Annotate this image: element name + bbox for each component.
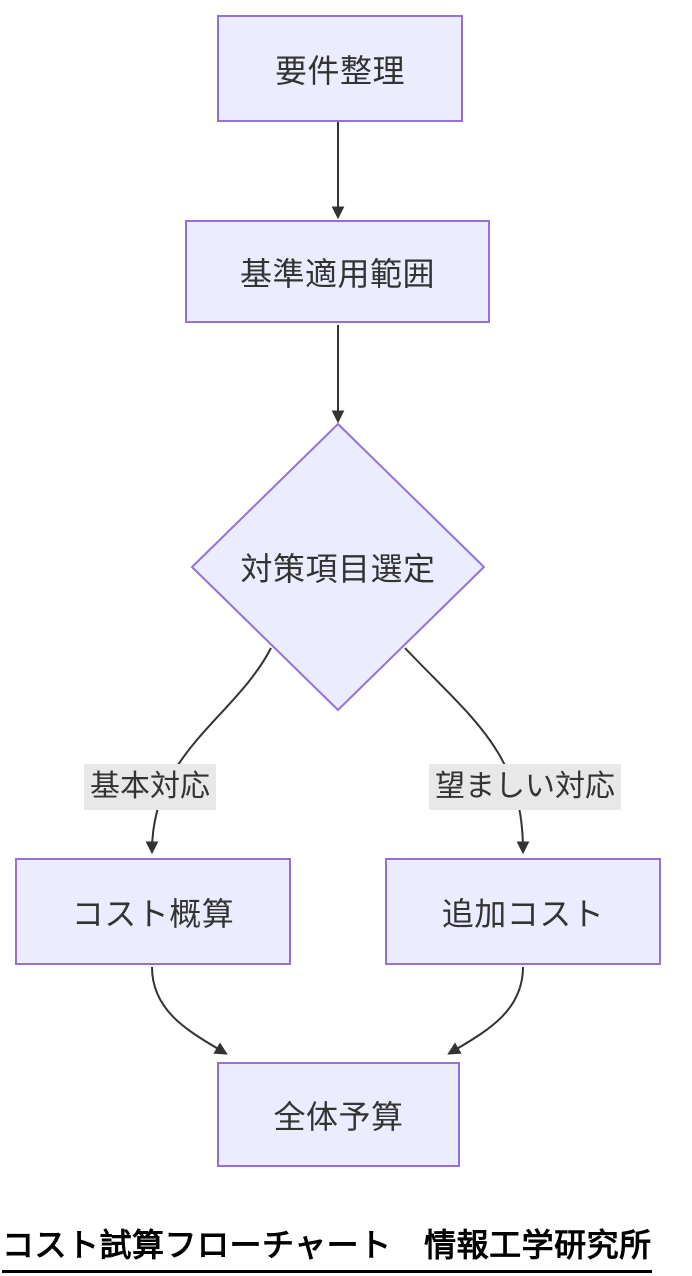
node-requirements-label: 要件整理	[274, 52, 405, 89]
node-basic-cost-label: コスト概算	[71, 895, 235, 932]
node-scope: 基準適用範囲	[185, 220, 490, 323]
diagram-caption: コスト試算フローチャート 情報工学研究所	[2, 1220, 652, 1273]
node-additional-cost-label: 追加コスト	[441, 895, 605, 932]
node-total-budget: 全体予算	[217, 1062, 460, 1167]
node-requirements: 要件整理	[217, 15, 463, 122]
edge-additional-cost-to-total-budget	[447, 966, 524, 1055]
edge-label-desirable: 望ましい対応	[429, 764, 621, 810]
diagram-caption-text: コスト試算フローチャート 情報工学研究所	[2, 1220, 652, 1273]
edge-label-basic: 基本対応	[84, 764, 216, 810]
node-scope-label: 基準適用範囲	[239, 255, 435, 292]
node-selection-shape	[190, 422, 486, 712]
edge-selection-to-basic-cost	[145, 647, 272, 855]
node-selection-label: 対策項目選定	[240, 551, 436, 587]
node-total-budget-label: 全体予算	[273, 1098, 404, 1135]
edge-basic-cost-to-total-budget	[151, 966, 228, 1055]
node-additional-cost: 追加コスト	[385, 858, 661, 965]
edge-selection-to-additional-cost	[404, 647, 530, 855]
node-basic-cost: コスト概算	[15, 858, 291, 965]
